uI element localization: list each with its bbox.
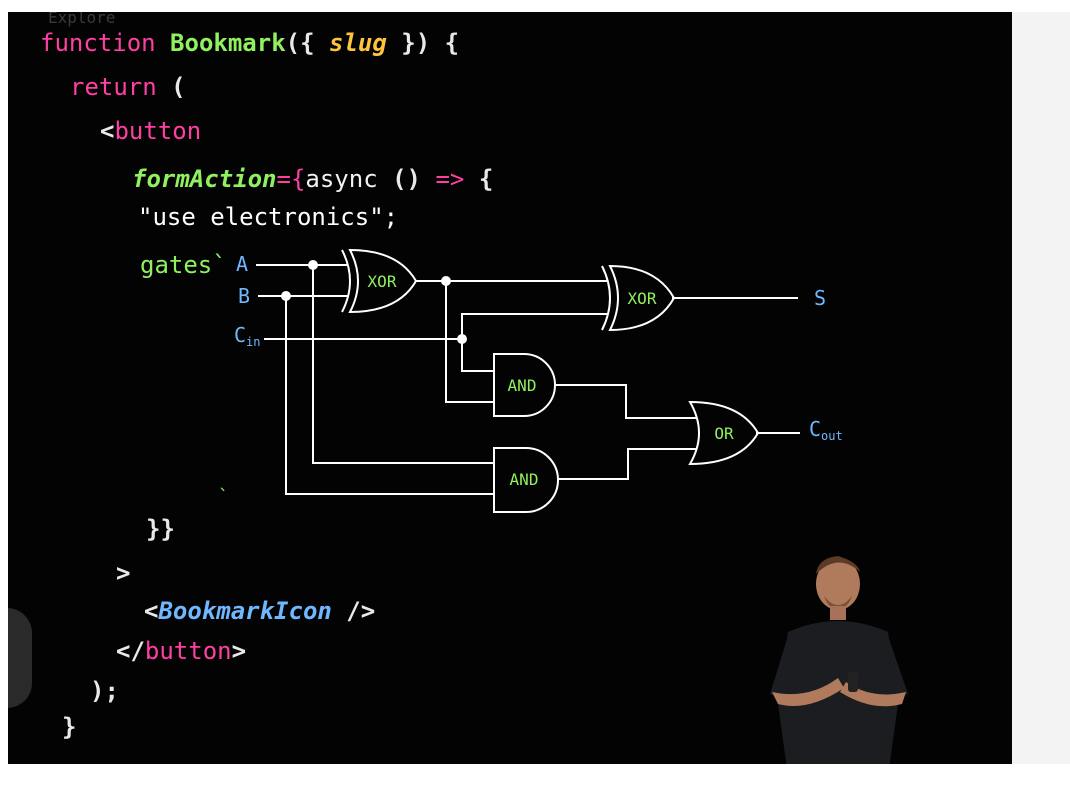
closing-tag-button: button	[144, 637, 232, 665]
gates-template-tag: gates`	[140, 251, 227, 279]
keyword-return: return	[70, 73, 157, 101]
input-a-label: A	[236, 252, 248, 276]
or-gate: OR	[688, 400, 760, 466]
component-open-bracket: <	[144, 597, 159, 625]
closing-tag-open: </	[116, 637, 145, 665]
svg-text:XOR: XOR	[628, 289, 657, 308]
code-line-5: "use electronics";	[138, 202, 398, 232]
component-selfclose: />	[346, 597, 376, 625]
wire-xor1-to-and1	[445, 281, 494, 403]
svg-text:AND: AND	[508, 376, 537, 395]
wire-and2-to-or	[558, 448, 696, 480]
junction-b	[281, 291, 291, 301]
wire-and1-to-or	[556, 384, 696, 419]
full-adder-circuit: A B Cin S Cout XOR	[234, 248, 843, 513]
keyword-function: function	[40, 29, 156, 57]
open-punctuation: ({	[285, 29, 315, 57]
attr-formaction: formAction	[132, 165, 277, 193]
function-close: }	[62, 713, 77, 741]
code-line-2: return (	[70, 72, 186, 102]
video-frame: Explore function Bookmark({ slug }) { re…	[8, 12, 1012, 764]
code-line-7: `	[218, 482, 229, 512]
right-margin-pane	[1012, 12, 1070, 764]
output-cout-label: Cout	[809, 417, 843, 443]
wire-cin-to-xor2	[461, 313, 608, 339]
arrow-operator: =>	[435, 165, 465, 193]
tag-open-bracket: <	[100, 117, 115, 145]
junction-cin	[457, 334, 467, 344]
top-cropped-text: Explore	[48, 12, 116, 27]
param-slug: slug	[329, 29, 387, 57]
svg-text:XOR: XOR	[368, 272, 397, 291]
code-line-13: }	[62, 712, 76, 742]
and-gate-1: AND	[493, 353, 556, 417]
return-paren: (	[171, 73, 186, 101]
svg-text:OR: OR	[714, 424, 734, 443]
code-line-10: <BookmarkIcon />	[144, 596, 375, 626]
arrow-args: ()	[392, 165, 422, 193]
scroll-handle-icon[interactable]	[8, 608, 32, 708]
tag-close-bracket: >	[116, 559, 131, 587]
xor-gate-2: XOR	[601, 264, 676, 332]
wire-cin-to-and1	[461, 339, 494, 372]
code-line-1: function Bookmark({ slug }) {	[40, 28, 459, 58]
code-line-8: }}	[146, 514, 175, 544]
close-punctuation: }) {	[401, 29, 460, 57]
closing-tag-close: >	[231, 637, 247, 665]
xor-gate-1: XOR	[341, 248, 418, 314]
closing-backtick: `	[218, 486, 229, 507]
input-b-label: B	[238, 284, 250, 308]
wire-a-branch-to-and2	[312, 265, 494, 464]
code-line-6: gates`	[140, 250, 227, 280]
code-line-9: >	[116, 558, 130, 588]
return-close: );	[90, 677, 119, 705]
keyword-async: async	[305, 165, 378, 193]
use-electronics-directive: "use electronics";	[138, 203, 399, 231]
close-braces: }}	[146, 515, 175, 543]
input-cin-label: Cin	[234, 323, 261, 349]
junction-a	[308, 260, 318, 270]
svg-text:AND: AND	[510, 470, 539, 489]
arrow-body-brace: {	[478, 165, 494, 193]
wire-b-branch-to-and2	[285, 296, 494, 495]
code-line-12: );	[90, 676, 119, 706]
code-line-3: <button	[100, 116, 201, 146]
component-bookmarkicon: BookmarkIcon	[158, 597, 332, 625]
tag-button: button	[114, 117, 202, 145]
and-gate-2: AND	[493, 447, 559, 513]
code-line-4: formAction={async () => {	[132, 164, 493, 194]
attr-eq: ={	[276, 165, 306, 193]
junction-xor1-out	[441, 276, 451, 286]
code-line-11: </button>	[116, 636, 246, 666]
function-name: Bookmark	[170, 29, 286, 57]
presenter-figure	[770, 556, 908, 764]
output-s-label: S	[814, 286, 826, 310]
